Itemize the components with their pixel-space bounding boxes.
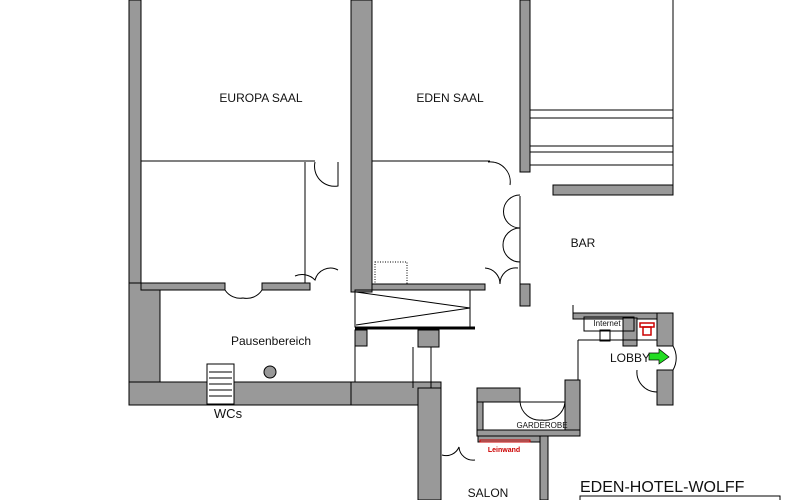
plan-title: EDEN-HOTEL-WOLFF (580, 479, 745, 496)
wall-salon-left (417, 387, 442, 500)
column-b (417, 329, 440, 348)
room-label-bar: BAR (571, 236, 596, 250)
room-label-eden-saal: EDEN SAAL (416, 91, 484, 105)
radiator (374, 261, 408, 285)
wall-lobby-right-low (656, 369, 674, 406)
wall-salon-right (539, 435, 549, 500)
wall-salon-top (477, 435, 549, 443)
wall-pause-top-a (140, 282, 226, 291)
leinwand-screen (479, 439, 531, 443)
fixtures (206, 261, 670, 443)
wall-bottom (128, 381, 352, 406)
room-label-leinwand: Leinwand (488, 447, 520, 454)
wall-divider (350, 0, 373, 293)
room-label-europa-saal: EUROPA SAAL (219, 91, 302, 105)
title-box (579, 495, 781, 500)
thin-lines (141, 0, 781, 500)
room-label-wcs: WCs (214, 406, 243, 421)
wall-lobby-pillar (622, 317, 638, 347)
stair-treads (209, 371, 232, 397)
labels: EUROPA SAAL EDEN SAAL BAR Pausenbereich … (214, 91, 745, 500)
column-round (263, 365, 277, 379)
wall-garderobe-top (476, 387, 521, 403)
wall-pause-top-b (261, 282, 311, 291)
walls (128, 0, 674, 500)
room-label-pausenbereich: Pausenbereich (231, 334, 311, 348)
room-label-garderobe: GARDEROBE (516, 421, 567, 430)
phone-icon (639, 322, 655, 336)
room-label-salon: SALON (468, 486, 509, 500)
wall-lobby-right (656, 312, 674, 347)
wall-bar-top (552, 184, 674, 196)
wall-eden-right (519, 0, 531, 173)
room-label-internet: Internet (593, 319, 621, 328)
column-a (354, 329, 368, 347)
doors (224, 161, 677, 461)
wall-left-outer (128, 0, 142, 291)
wall-eden-bottom (371, 283, 486, 291)
internet-terminal (599, 329, 611, 342)
wall-bar-stub (519, 283, 531, 307)
exit-arrow-icon (648, 348, 670, 365)
wall-garderobe-bottom (476, 429, 581, 437)
room-label-lobby: LOBBY (610, 351, 650, 365)
internet-desk (583, 316, 635, 332)
